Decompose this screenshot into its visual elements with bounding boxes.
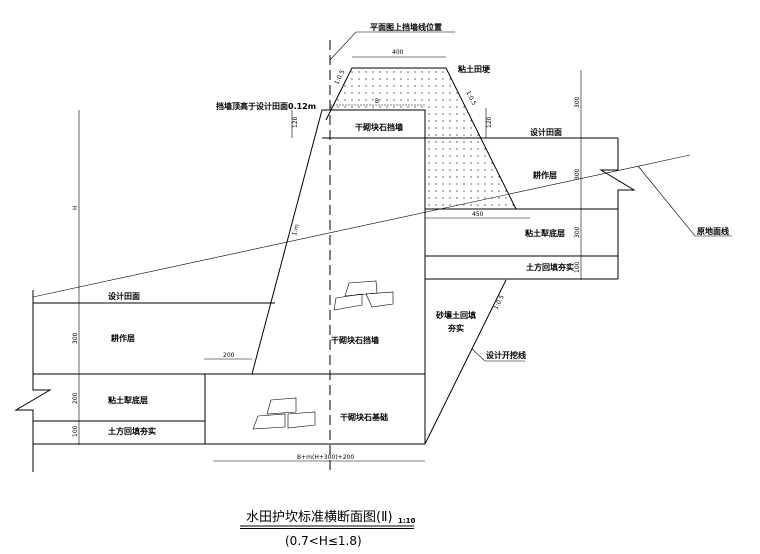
dim-ridge-top: 400 xyxy=(392,49,404,56)
label-backfill-right: 土方回填夯实 xyxy=(526,262,574,272)
dim-right-plow-pan: 300 xyxy=(574,226,581,238)
label-clay-ridge: 粘土田埂 xyxy=(457,64,491,74)
label-plow-pan-right: 粘土犁底层 xyxy=(524,228,565,238)
dim-offset-left: 120 xyxy=(292,116,299,128)
dim-left-plow-pan: 200 xyxy=(72,392,79,404)
retaining-wall-outline xyxy=(251,109,426,444)
excavation-leader xyxy=(471,348,525,362)
label-dry-stone-wall-top: 干砌块石挡墙 xyxy=(355,122,403,132)
drawing-title: 水田护坎标准横断面图(Ⅱ) xyxy=(246,510,393,525)
label-original-ground: 原地面线 xyxy=(697,226,729,236)
dim-right-tillage: 300 xyxy=(574,168,581,180)
dim-height-H: H xyxy=(72,205,79,210)
dim-450: 450 xyxy=(472,211,484,218)
label-excavation-line: 设计开挖线 xyxy=(486,350,526,360)
label-dry-stone-foundation: 干砌块石基础 xyxy=(340,412,388,422)
label-sandy-backfill-2: 夯实 xyxy=(447,323,464,333)
right-break-symbol xyxy=(599,138,636,279)
dim-left-tillage: 300 xyxy=(72,332,79,344)
dim-offset-right: 120 xyxy=(486,116,493,128)
label-tillage-right: 耕作层 xyxy=(532,170,557,180)
plan-wall-leader xyxy=(329,31,455,61)
label-wall-top-note: 挡墙顶高于设计田面0.12m xyxy=(216,101,316,111)
label-backfill-left: 土方回填夯实 xyxy=(108,426,156,436)
dim-foundation-width: B+m(H+300)+200 xyxy=(297,454,354,461)
original-ground-line xyxy=(32,154,691,298)
dim-left-backfill: 100 xyxy=(72,425,79,437)
label-plan-wall-line: 平面图上挡墙线位置 xyxy=(370,22,442,32)
label-plow-pan-left: 粘土犁底层 xyxy=(107,395,148,405)
label-dry-stone-wall: 干砌块石挡墙 xyxy=(331,335,379,345)
dim-ridge-slope-right: 1:0.5 xyxy=(464,90,477,107)
label-sandy-backfill: 砂壤土回填 xyxy=(435,310,476,320)
left-break-symbol xyxy=(14,290,52,472)
excavation-line xyxy=(424,279,507,445)
ground-line-leader xyxy=(637,165,732,237)
drawing-scale: 1:10 xyxy=(398,517,416,525)
label-design-field-left: 设计田面 xyxy=(108,291,140,301)
dim-right-backfill: 100 xyxy=(574,261,581,273)
dim-ridge-height: 300 xyxy=(574,96,581,108)
clay-ridge-fill xyxy=(330,68,516,209)
dim-wall-top-B: B xyxy=(375,98,379,105)
label-tillage-left: 耕作层 xyxy=(110,333,135,343)
stones-wall-icon xyxy=(333,280,394,311)
label-design-field-right: 设计田面 xyxy=(530,127,562,137)
stones-foundation-icon xyxy=(252,397,316,430)
drawing-subtitle: (0.7<H≤1.8) xyxy=(285,534,362,548)
dim-toe-200: 200 xyxy=(223,352,235,359)
dim-excavation-slope: 1:0.5 xyxy=(493,294,506,311)
dim-wall-slope: 1:m xyxy=(291,223,301,236)
